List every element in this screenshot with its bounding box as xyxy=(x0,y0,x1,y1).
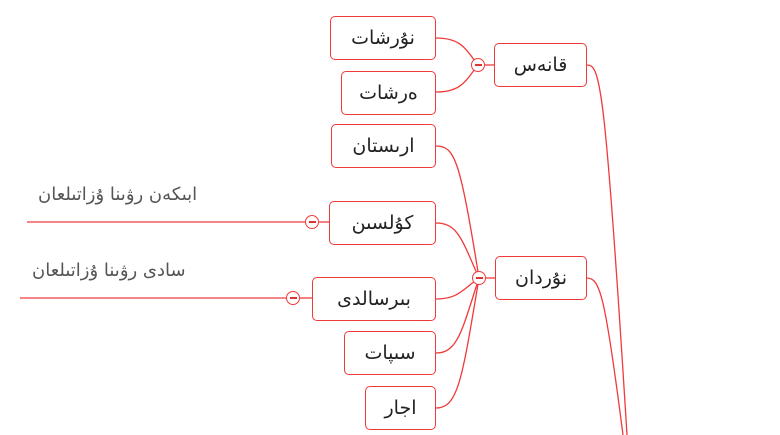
collapse-toggle-nurdan[interactable] xyxy=(472,271,486,285)
collapse-toggle-qanes[interactable] xyxy=(471,58,485,72)
node-aristan[interactable]: ارىستان xyxy=(331,124,436,168)
node-label: سىپات xyxy=(364,342,416,364)
node-birsaldi[interactable]: بىرسالدى xyxy=(312,277,436,321)
node-label: كۇلسىن xyxy=(351,212,414,234)
node-label: بىرسالدى xyxy=(337,288,411,310)
collapse-toggle-birsaldi[interactable] xyxy=(286,291,300,305)
node-kulsin[interactable]: كۇلسىن xyxy=(329,201,436,245)
node-ershat[interactable]: ەرشات xyxy=(341,71,436,115)
node-sipat[interactable]: سىپات xyxy=(344,331,436,375)
note-kulsin[interactable]: ابىكەن رۋىنا ۇزاتىلعان xyxy=(38,184,198,205)
node-label: نۇرشات xyxy=(351,27,415,49)
node-label: ەرشات xyxy=(359,82,418,104)
node-label: اجار xyxy=(384,397,417,419)
node-label: ارىستان xyxy=(352,135,415,157)
node-qanes[interactable]: قانەس xyxy=(494,43,587,87)
node-nurshat[interactable]: نۇرشات xyxy=(330,16,436,60)
node-label: قانەس xyxy=(513,54,568,76)
collapse-toggle-kulsin[interactable] xyxy=(305,215,319,229)
node-label: نۇردان xyxy=(515,267,567,289)
node-nurdan[interactable]: نۇردان xyxy=(495,256,587,300)
note-birsaldi[interactable]: سادى رۋىنا ۇزاتىلعان xyxy=(32,260,186,281)
node-ajar[interactable]: اجار xyxy=(365,386,436,430)
